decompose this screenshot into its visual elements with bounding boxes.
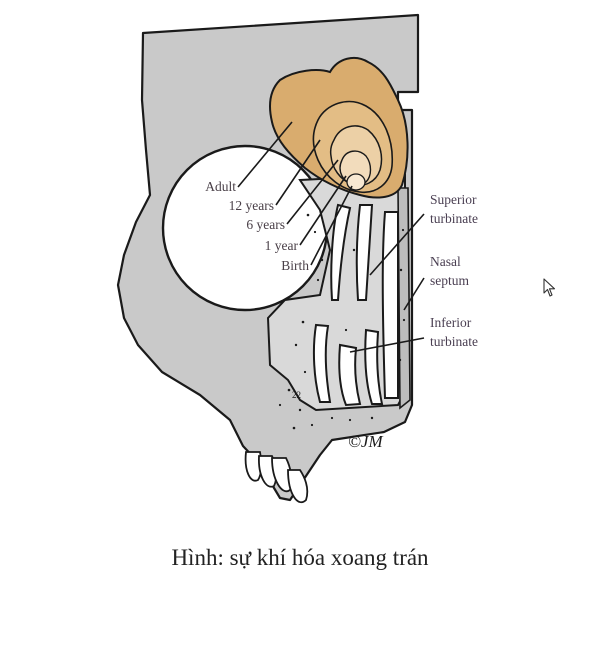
label-superior: Superior <box>430 192 477 207</box>
sinus-birth <box>346 173 366 191</box>
label-nasal-septum: septum <box>430 273 469 288</box>
frontal-sinus-diagram: Adult 12 years 6 years 1 year Birth Supe… <box>116 13 478 503</box>
label-6-years: 6 years <box>246 217 285 232</box>
nasal-septum <box>397 187 411 410</box>
label-inferior: Inferior <box>430 315 472 330</box>
structure-leader-lines <box>349 213 425 353</box>
tooth-mark: 22 <box>292 390 301 400</box>
mouse-cursor-icon <box>543 278 556 297</box>
label-birth: Birth <box>281 258 309 273</box>
label-superior-turbinate: turbinate <box>430 211 478 226</box>
teeth <box>244 451 309 503</box>
label-12-years: 12 years <box>229 198 274 213</box>
label-adult: Adult <box>205 179 236 194</box>
air-passages <box>312 203 399 407</box>
label-1-year: 1 year <box>265 238 299 253</box>
growth-leader-lines <box>237 121 353 266</box>
label-inferior-turbinate: turbinate <box>430 334 478 349</box>
label-nasal: Nasal <box>430 254 461 269</box>
copyright-mark: ©JM <box>348 432 383 451</box>
figure-caption: Hình: sự khí hóa xoang trán <box>171 545 429 570</box>
orbit <box>161 144 329 312</box>
